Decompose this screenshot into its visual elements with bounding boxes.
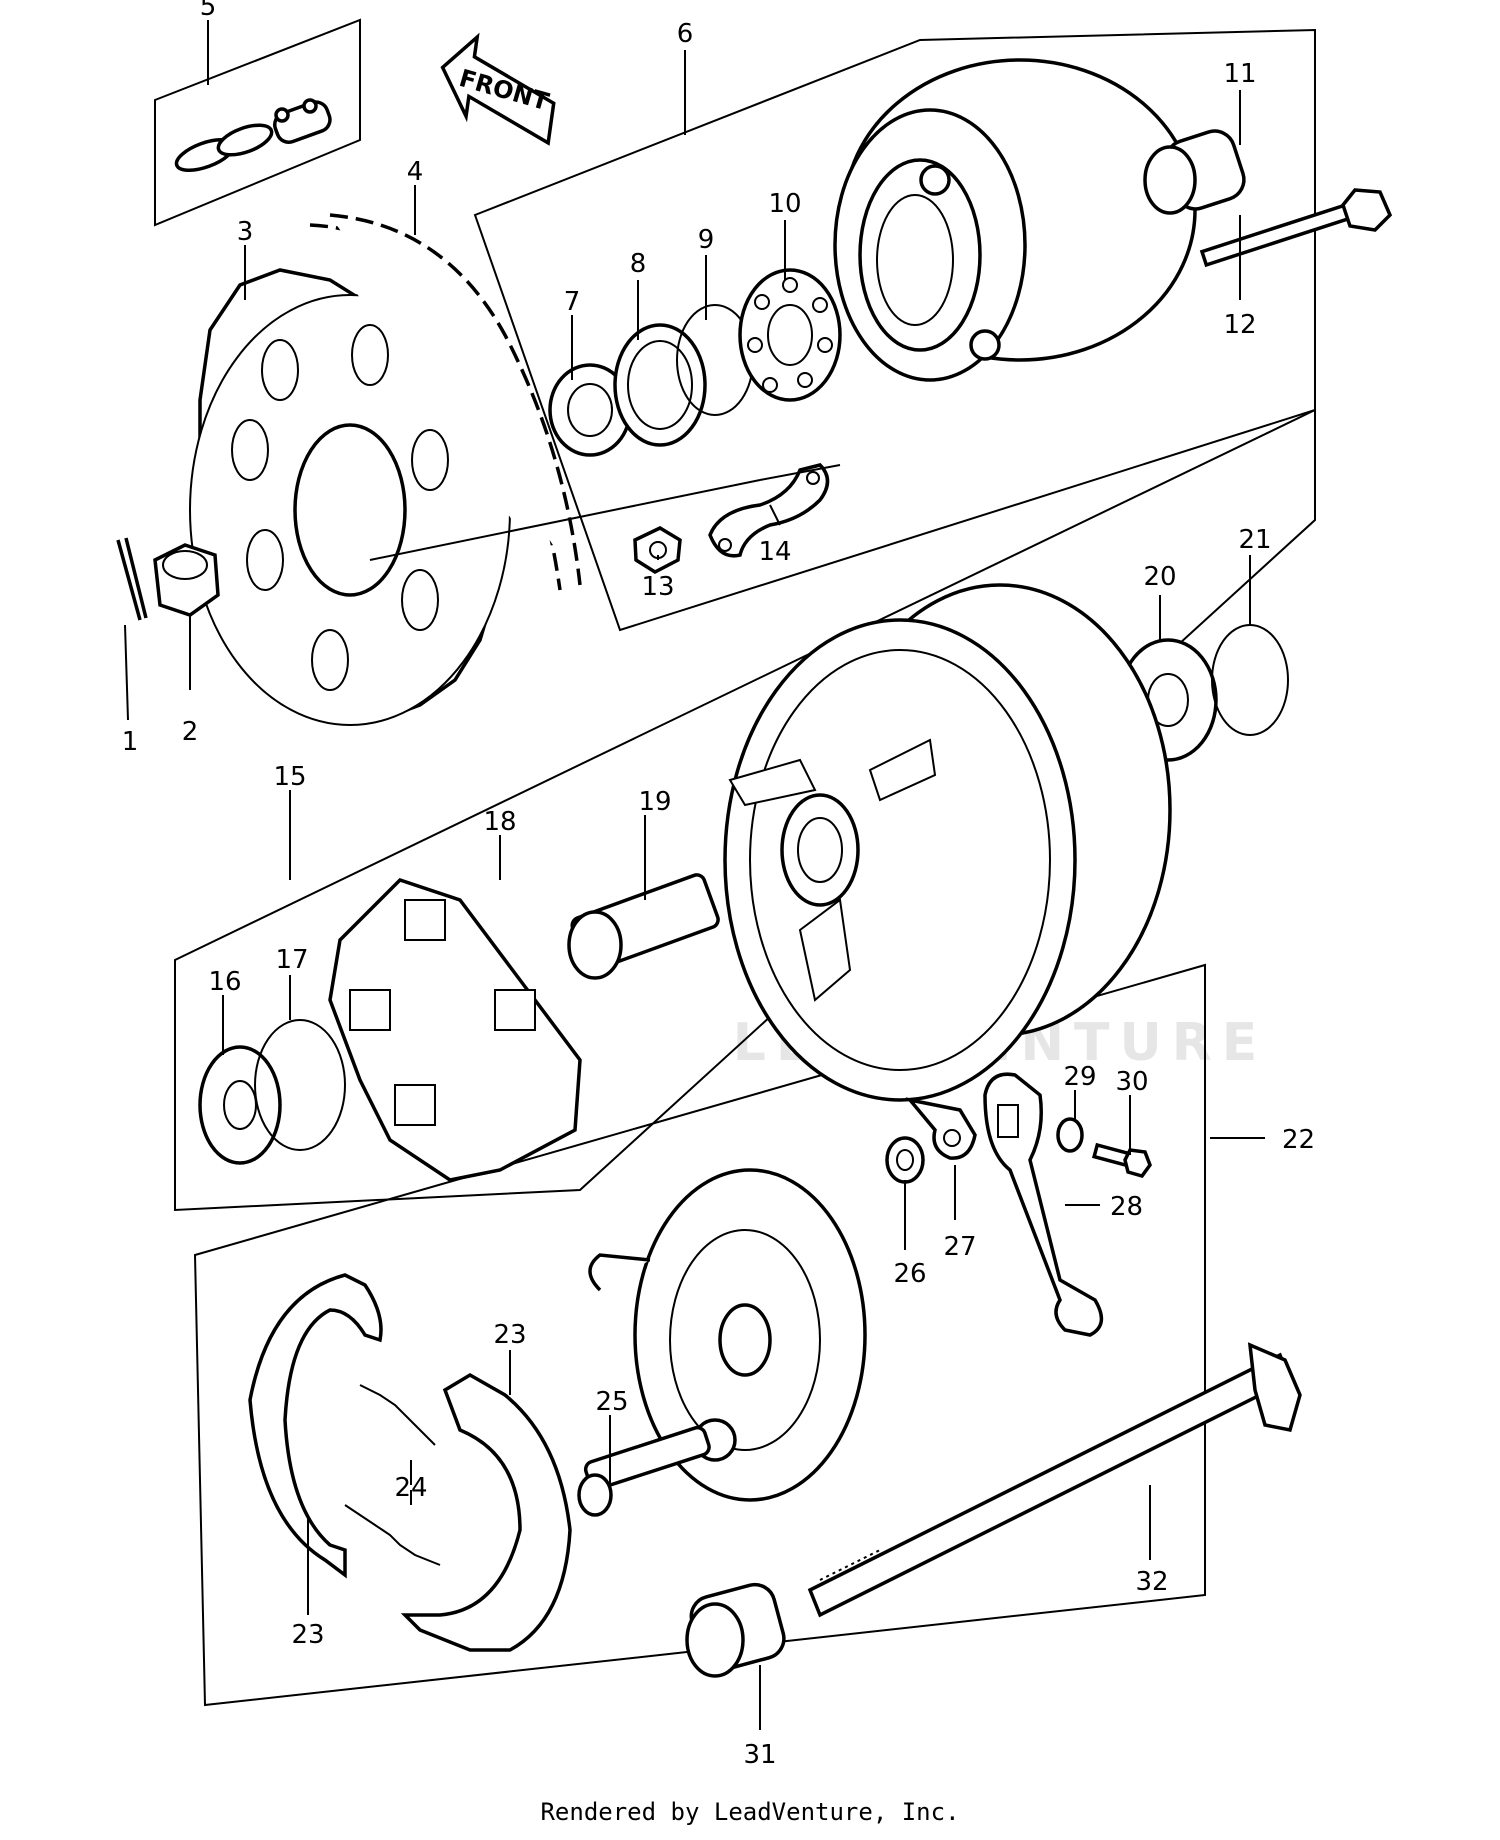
callout-17: 17 (275, 945, 308, 975)
part-8-oil-seal (613, 323, 707, 447)
part-21-circlip (1211, 624, 1289, 736)
callout-3: 3 (237, 217, 254, 247)
callout-23-lower: 23 (291, 1620, 324, 1650)
callout-10: 10 (768, 189, 801, 219)
part-30-bolt (1091, 1142, 1152, 1179)
callout-labels: 5 6 3 4 7 8 9 10 11 12 13 14 1 2 15 18 1… (122, 0, 1315, 1770)
callout-7: 7 (564, 287, 581, 317)
part-11-collar (1143, 129, 1246, 215)
callout-29: 29 (1063, 1062, 1096, 1092)
part-18-hub-damper (328, 877, 582, 1182)
callout-9: 9 (698, 225, 715, 255)
part-13-nut (633, 526, 682, 575)
callout-2: 2 (182, 717, 199, 747)
callout-11: 11 (1223, 59, 1256, 89)
footer-credit: Rendered by LeadVenture, Inc. (540, 1798, 960, 1826)
callout-4: 4 (407, 157, 424, 187)
part-4-chain (309, 213, 582, 591)
callout-14: 14 (758, 537, 791, 567)
front-arrow: FRONT (440, 32, 556, 146)
part-14-lock-plate (708, 463, 830, 558)
part-12-bolt (1199, 188, 1393, 268)
callout-27: 27 (943, 1232, 976, 1262)
callout-25: 25 (595, 1387, 628, 1417)
callout-8: 8 (630, 249, 647, 279)
callout-5: 5 (200, 0, 217, 22)
part-29-washer (1056, 1117, 1084, 1153)
frame-chain-link (154, 18, 361, 227)
callout-30: 30 (1115, 1067, 1148, 1097)
callout-22: 22 (1282, 1125, 1315, 1155)
part-23-brake-shoe-upper (248, 1273, 383, 1579)
callout-12: 12 (1223, 310, 1256, 340)
part-26-washer (885, 1136, 925, 1184)
callout-28: 28 (1110, 1192, 1143, 1222)
callout-1: 1 (122, 727, 139, 757)
part-17-o-ring (254, 1019, 346, 1151)
part-2-axle-nut (153, 543, 220, 617)
part-7-spacer (548, 363, 632, 457)
rear-wheel-hub (723, 583, 1172, 1102)
callout-24: 24 (394, 1473, 427, 1503)
part-28-brake-lever (983, 1072, 1104, 1337)
callout-31: 31 (743, 1740, 776, 1770)
part-24-spring-upper (359, 1384, 436, 1446)
leader-lines (124, 20, 1265, 1730)
callout-16: 16 (208, 967, 241, 997)
part-6-sprocket-hub (833, 58, 1197, 382)
callout-21: 21 (1238, 525, 1271, 555)
callout-23-upper: 23 (493, 1320, 526, 1350)
part-32-rear-axle (807, 1342, 1302, 1618)
callout-15: 15 (273, 762, 306, 792)
part-22-brake-panel (588, 1168, 867, 1502)
part-1-cotter-pin (116, 537, 148, 621)
callout-6: 6 (677, 19, 694, 49)
callout-32: 32 (1135, 1567, 1168, 1597)
part-5-master-link (174, 98, 332, 172)
callout-26: 26 (893, 1259, 926, 1289)
callout-13: 13 (641, 572, 674, 602)
part-19-collar (567, 873, 720, 980)
part-16-ball-bearing (198, 1045, 282, 1165)
callout-20: 20 (1143, 562, 1176, 592)
part-10-ball-bearing (738, 268, 842, 402)
callout-19: 19 (638, 787, 671, 817)
part-25-brake-camshaft (577, 1425, 711, 1517)
part-23-brake-shoe-lower (400, 1372, 572, 1652)
callout-18: 18 (483, 807, 516, 837)
part-31-collar (685, 1582, 786, 1678)
part-27-wear-indicator (905, 1097, 977, 1160)
part-24-spring-lower (344, 1504, 441, 1566)
